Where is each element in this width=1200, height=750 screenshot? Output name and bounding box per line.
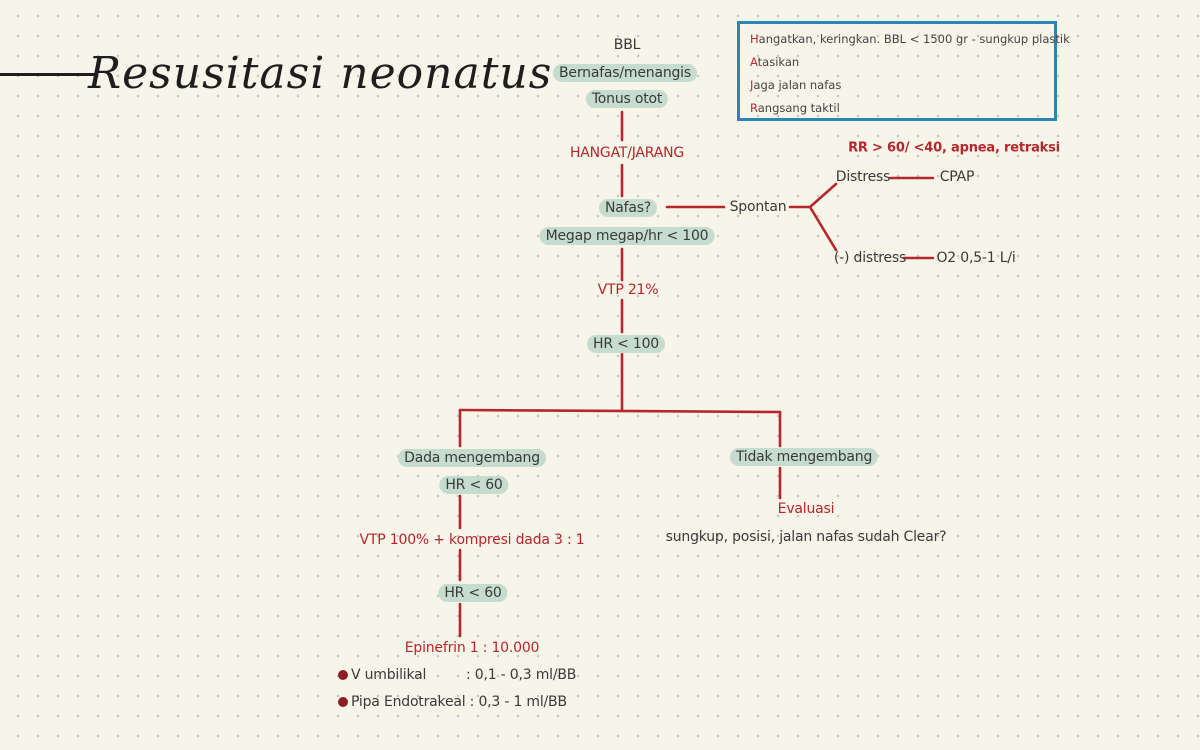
node-tidak: Tidak mengembang <box>729 448 879 466</box>
node-hr60-b: HR < 60 <box>438 584 508 602</box>
page-title: Resusitasi neonatus <box>88 48 553 99</box>
hajr-note-box: Hangatkan, keringkan. BBL < 1500 gr - su… <box>737 21 1070 121</box>
note-line: Jaga jalan nafas <box>750 78 842 92</box>
node-bbl: BBL <box>613 37 641 53</box>
edge-branch-distress <box>808 182 838 209</box>
node-sungkup: sungkup, posisi, jalan nafas sudah Clear… <box>665 529 947 545</box>
node-tonus: Tonus otot <box>585 90 669 108</box>
note-line: Hangatkan, keringkan. BBL < 1500 gr - su… <box>750 32 1070 46</box>
title-underline <box>0 73 98 76</box>
node-hangat: HANGAT/JARANG <box>569 145 685 161</box>
node-distress: Distress <box>835 169 891 185</box>
route-vena: V umbilikal <box>338 667 426 683</box>
node-hr100: HR < 100 <box>586 335 666 353</box>
note-line: Atasikan <box>750 55 800 69</box>
node-hr60-a: HR < 60 <box>439 476 509 494</box>
node-megap: Megap megap/hr < 100 <box>539 227 715 245</box>
node-evaluasi: Evaluasi <box>777 501 835 517</box>
bullet-icon <box>338 697 348 707</box>
edge-branch-nodistress <box>808 205 838 252</box>
note-line: Rangsang taktil <box>750 101 840 115</box>
node-nafas: Nafas? <box>598 199 658 217</box>
node-o2: O2 0,5-1 L/i <box>936 250 1016 266</box>
node-epinefrin: Epinefrin 1 : 10.000 <box>404 640 540 656</box>
route-pipa: Pipa Endotrakeal : 0,3 - 1 ml/BB <box>338 694 567 710</box>
node-vtp100: VTP 100% + kompresi dada 3 : 1 <box>359 532 585 548</box>
node-vtp21: VTP 21% <box>597 282 659 298</box>
route-vena-dose: : 0,1 - 0,3 ml/BB <box>466 667 577 683</box>
node-spontan: Spontan <box>729 199 787 215</box>
node-nodistress: (-) distress <box>833 250 907 266</box>
bullet-icon <box>338 670 348 680</box>
node-rr-criteria: RR > 60/ <40, apnea, retraksi <box>848 140 1060 156</box>
node-dada: Dada mengembang <box>398 449 546 467</box>
node-cpap: CPAP <box>939 169 975 185</box>
node-bernafas: Bernafas/menangis <box>553 64 697 82</box>
edge-split-horizontal <box>458 408 782 414</box>
